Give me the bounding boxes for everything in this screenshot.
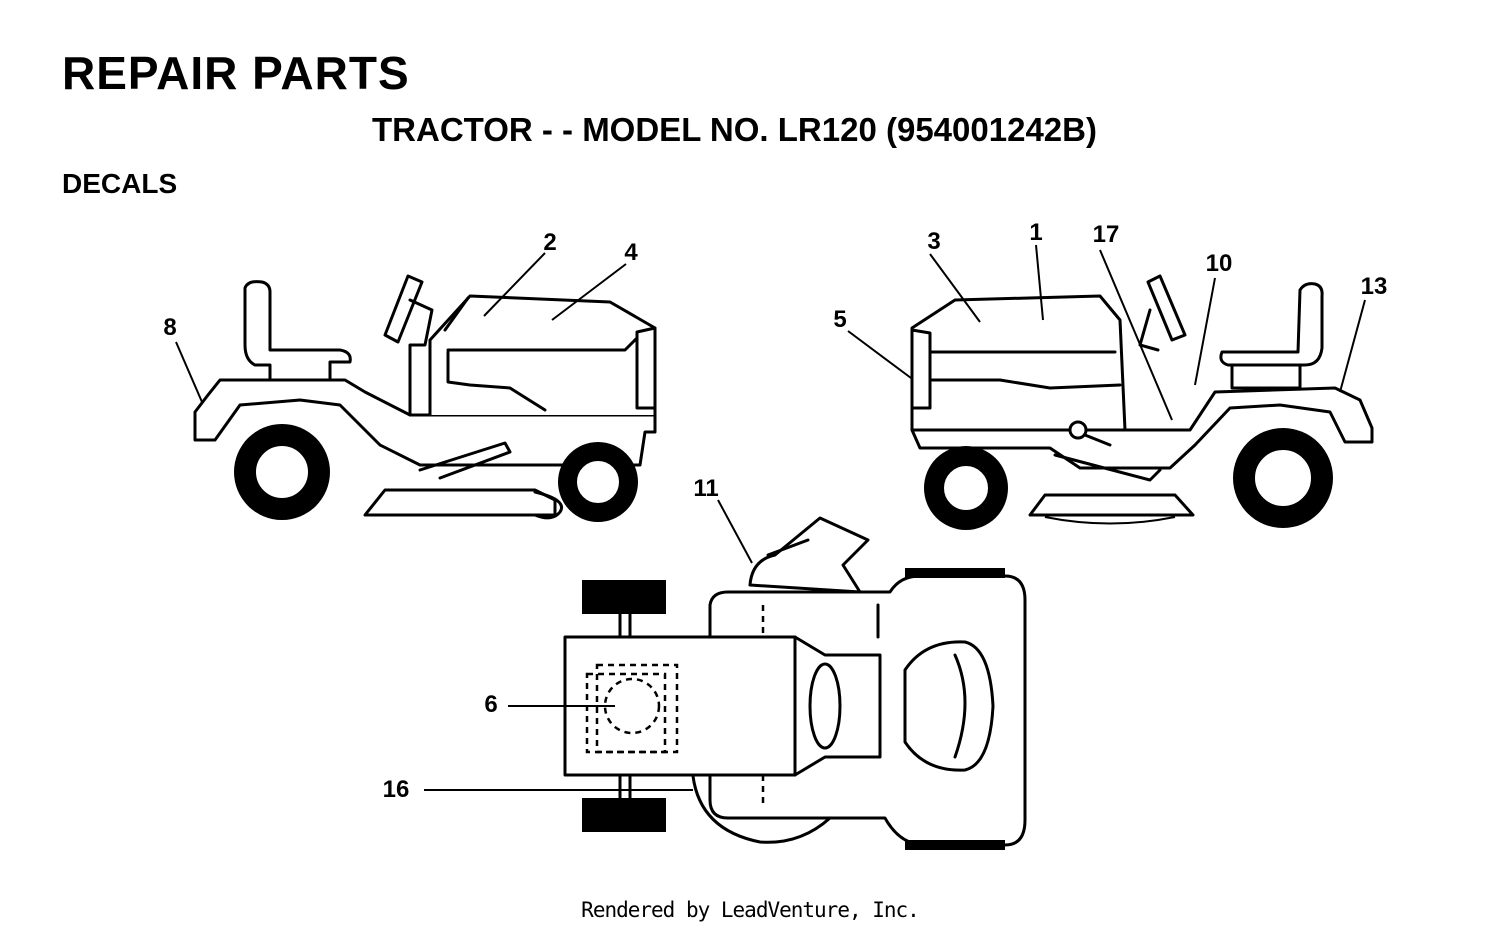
- tractor-right-side-view: [910, 274, 1374, 530]
- tractor-left-side-view: [193, 274, 657, 522]
- callout-leaders: [175, 244, 1366, 791]
- callout-5: 5: [833, 306, 846, 333]
- callout-17: 17: [1093, 221, 1120, 248]
- page-title: REPAIR PARTS: [62, 47, 410, 99]
- callout-3: 3: [927, 228, 940, 255]
- callout-10: 10: [1206, 250, 1233, 277]
- callout-2: 2: [543, 229, 556, 256]
- callout-1: 1: [1029, 219, 1042, 246]
- callout-4: 4: [624, 239, 638, 266]
- tractor-top-view: [563, 516, 1027, 850]
- callout-8: 8: [163, 314, 176, 341]
- model-subtitle: TRACTOR - - MODEL NO. LR120 (954001242B): [372, 111, 1097, 148]
- section-heading: DECALS: [62, 168, 178, 199]
- callout-11: 11: [693, 475, 718, 502]
- render-credit: Rendered by LeadVenture, Inc.: [581, 898, 920, 922]
- callout-16: 16: [383, 776, 410, 803]
- callout-13: 13: [1361, 273, 1388, 300]
- callout-6: 6: [484, 691, 497, 718]
